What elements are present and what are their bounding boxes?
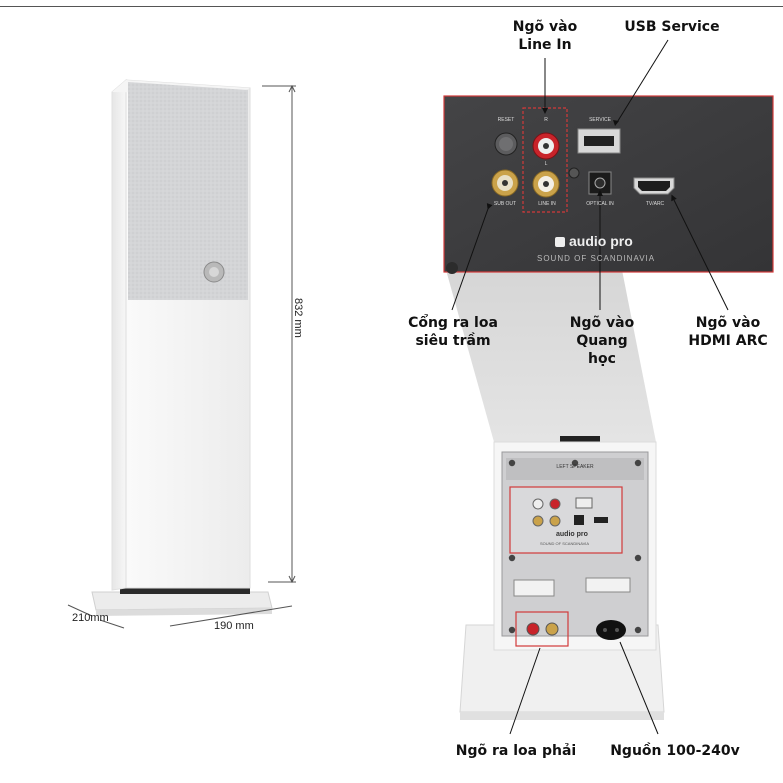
sub-out-callout: Cổng ra loa siêu trầm [408, 315, 498, 349]
rear-screw-icon [508, 626, 516, 634]
power-callout: Nguồn 100-240v [610, 743, 740, 759]
service-label: SERVICE [589, 117, 611, 123]
audio-pro-logo-icon [555, 237, 565, 247]
optical-callout: Ngõ vào Quang học [569, 315, 635, 367]
line-in-callout: Ngõ vào Line In [512, 19, 578, 53]
height-dimension-label: 832 mm [292, 298, 304, 338]
l-label: L [544, 161, 548, 167]
base-shadow-gap [120, 588, 250, 594]
panel-screw-icon [446, 262, 458, 274]
rear-brand-name: audio pro [556, 531, 588, 538]
base-dimension-lines [67, 604, 293, 629]
r-label: R [544, 117, 548, 123]
rear-screw-icon [634, 626, 642, 634]
tower-speaker [91, 78, 273, 616]
power-socket [596, 620, 626, 640]
right-speaker-out-callout: Ngõ ra loa phải [455, 743, 577, 759]
top-rule [0, 6, 783, 7]
ground-screw [568, 167, 580, 179]
brand-name: audio pro [569, 233, 633, 249]
reset-label: RESET [497, 117, 515, 123]
depth-dimension-label: 210mm [72, 612, 109, 624]
hdmi-pointer [673, 199, 729, 311]
rear-screw-icon [634, 554, 642, 562]
fabric-grille [128, 82, 248, 300]
hdmi-callout: Ngõ vào HDMI ARC [688, 315, 768, 349]
sub-out-pointer [451, 205, 490, 311]
rear-screw-icon [634, 459, 642, 467]
rear-brand-slogan: SOUND OF SCANDINAVIA [540, 541, 590, 546]
line-in-l-rca [532, 170, 560, 198]
hdmi-port [633, 177, 675, 195]
power-pointer [619, 641, 659, 735]
speaker-rear-view [459, 436, 665, 720]
zoom-beam [446, 270, 656, 442]
sub-out-rca [491, 169, 519, 197]
zoomed-connector-panel [443, 95, 774, 274]
optical-in-label: OPTICAL IN [586, 201, 614, 207]
sub-out-label: SUB OUT [493, 201, 517, 207]
tv-arc-label: TV/ARC [645, 201, 665, 207]
height-dimension-line [262, 84, 296, 584]
width-dimension-label: 190 mm [214, 620, 254, 632]
speaker-out-pointer [509, 647, 541, 735]
rear-screw-icon [571, 459, 579, 467]
usb-pointer [615, 39, 669, 125]
usb-service-callout: USB Service [624, 19, 720, 35]
left-speaker-label: LEFT SPEAKER [556, 464, 594, 470]
rear-screw-icon [508, 459, 516, 467]
rear-screw-icon [508, 554, 516, 562]
usb-port [577, 128, 621, 154]
speaker-out-highlight [515, 611, 569, 647]
line-in-label: LINE IN [538, 201, 556, 207]
brand-slogan: SOUND OF SCANDINAVIA [537, 254, 656, 263]
line-in-r-rca [532, 132, 560, 160]
